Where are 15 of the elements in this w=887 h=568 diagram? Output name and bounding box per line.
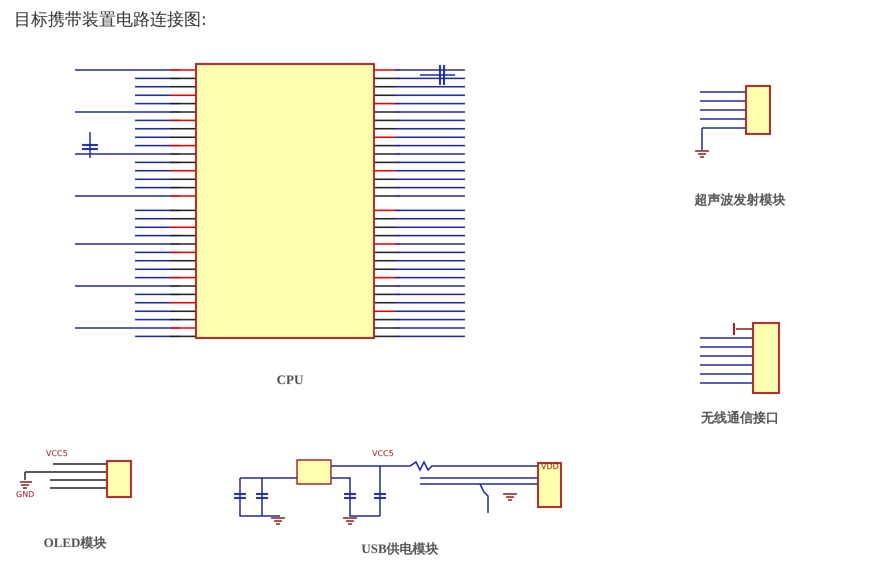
net-label: VCC5 [372, 450, 394, 458]
module-caption: 超声波发射模块 [694, 191, 786, 209]
net-label: VDD [541, 463, 559, 471]
module-caption: OLED模块 [42, 534, 108, 552]
page-heading: 目标携带装置电路连接图: [14, 9, 207, 32]
module-caption: USB供电模块 [360, 540, 440, 558]
module-caption: 无线通信接口 [700, 409, 780, 427]
net-label: GND [16, 491, 34, 499]
connector-block [745, 85, 771, 135]
connector-block [106, 460, 132, 498]
connector-block [537, 462, 562, 508]
connector-block [752, 322, 780, 394]
module-caption: CPU [276, 371, 304, 389]
net-label: VCC5 [46, 450, 68, 458]
chip-body [195, 63, 375, 339]
